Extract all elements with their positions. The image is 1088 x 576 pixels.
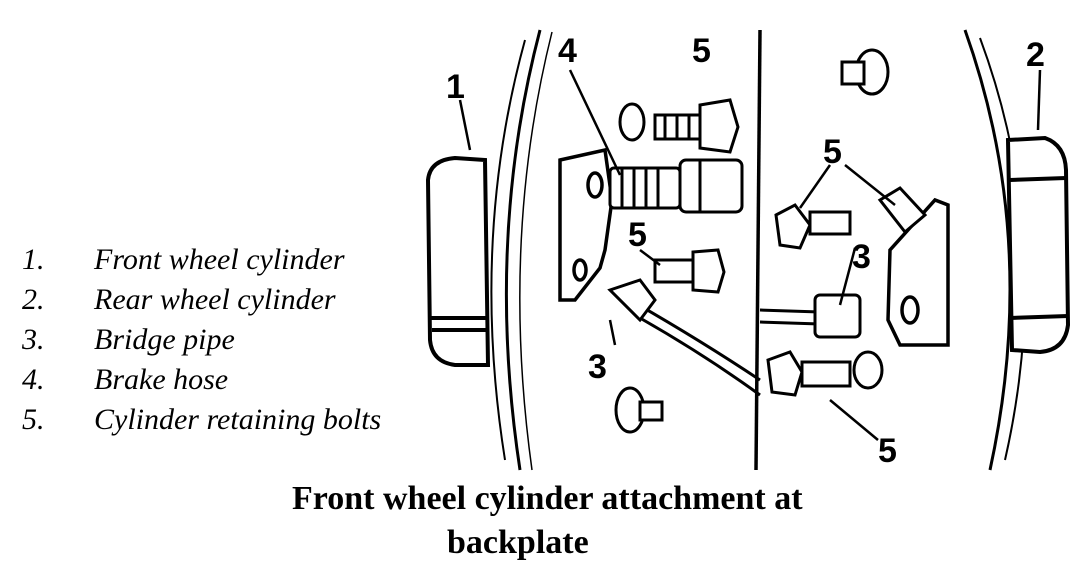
- legend-item: 5. Cylinder retaining bolts: [22, 400, 381, 440]
- leader-3-left: [608, 319, 617, 346]
- leader-5-bottom: [829, 399, 879, 441]
- leader-lines: [458, 69, 1042, 441]
- leader-2: [1036, 69, 1042, 131]
- right-mounting-plate: [886, 197, 950, 347]
- callout-3-left: 3: [588, 348, 607, 386]
- legend-item: 2. Rear wheel cylinder: [22, 280, 381, 320]
- legend-number: 4.: [22, 363, 45, 396]
- leader-4: [568, 69, 622, 176]
- pipe-fitting-upper-right: [877, 186, 928, 235]
- legend-item: 3. Bridge pipe: [22, 320, 381, 360]
- callout-5-bottom-right: 5: [878, 432, 897, 470]
- front-wheel-cylinder: [425, 155, 491, 367]
- legend-number: 1.: [22, 243, 45, 276]
- legend-label: Cylinder retaining bolts: [94, 403, 382, 436]
- legend-item: 1. Front wheel cylinder: [22, 240, 381, 280]
- callout-5-upper-right: 5: [823, 133, 842, 171]
- bridge-pipe: [607, 278, 862, 397]
- leader-5-upper-b: [844, 164, 896, 206]
- callout-5-top: 5: [692, 32, 711, 70]
- callout-4: 4: [558, 32, 577, 70]
- leader-5-mid: [639, 249, 661, 266]
- callout-2: 2: [1026, 36, 1045, 74]
- bolt-bottom-right: [766, 350, 884, 397]
- leader-5-upper-a: [798, 164, 832, 209]
- legend-number: 5.: [22, 403, 45, 436]
- bolt-mid-left: [653, 248, 726, 294]
- bolt-upper-right: [774, 203, 852, 250]
- legend: 1. Front wheel cylinder 2. Rear wheel cy…: [22, 240, 381, 440]
- legend-label: Rear wheel cylinder: [94, 283, 336, 316]
- bolt-top: [618, 98, 740, 154]
- split-line: [754, 29, 762, 471]
- legend-item: 4. Brake hose: [22, 360, 381, 400]
- brake-hose: [608, 158, 744, 214]
- callout-1: 1: [446, 68, 465, 106]
- rear-wheel-cylinder: [1005, 135, 1071, 355]
- leader-3-right: [838, 247, 857, 306]
- caption-line-2: backplate: [447, 524, 589, 561]
- leader-1: [458, 99, 472, 151]
- left-mounting-plate: [558, 147, 614, 302]
- stud-upper-right: [840, 48, 890, 96]
- legend-label: Front wheel cylinder: [94, 243, 345, 276]
- right-drum-rim: [963, 29, 1012, 471]
- callout-5-mid-left: 5: [628, 216, 647, 254]
- left-drum-rim: [504, 29, 542, 471]
- legend-number: 2.: [22, 283, 45, 316]
- caption-line-1: Front wheel cylinder attachment at: [292, 480, 803, 517]
- callout-3-right: 3: [852, 238, 871, 276]
- legend-number: 3.: [22, 323, 45, 356]
- left-drum-rim-inner: [490, 39, 526, 461]
- left-drum-rim-edge: [519, 31, 553, 471]
- legend-label: Bridge pipe: [94, 323, 235, 356]
- bolt-lower-left: [614, 386, 664, 434]
- legend-label: Brake hose: [94, 363, 229, 396]
